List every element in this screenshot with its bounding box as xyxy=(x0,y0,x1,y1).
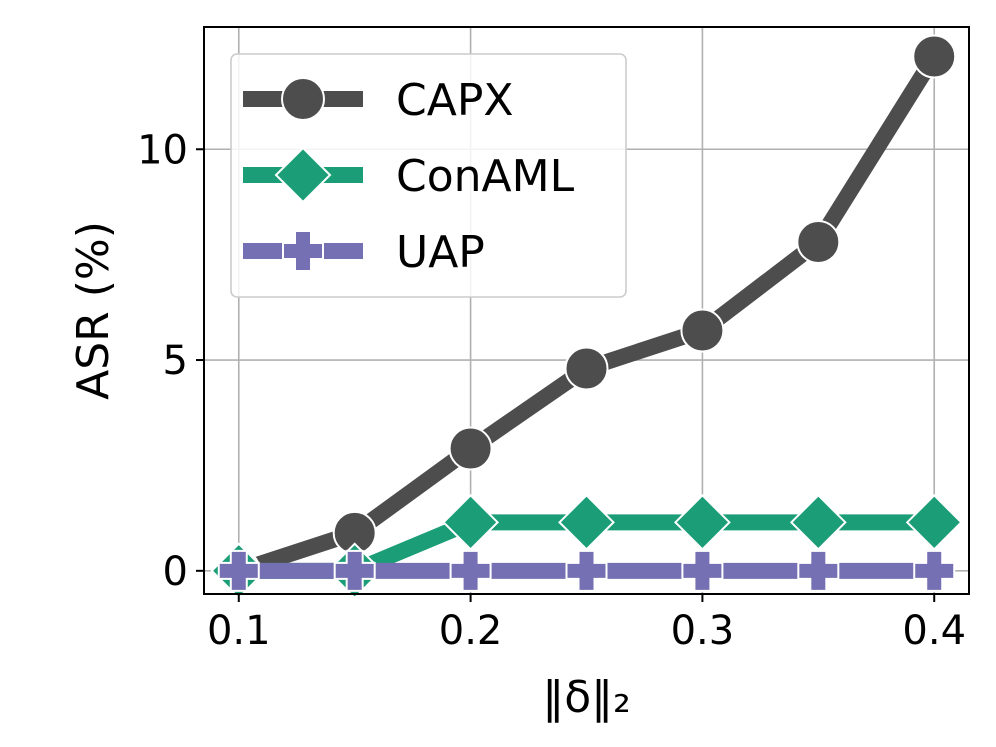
ticks: 0.1 0.2 0.3 0.4 0 5 10 xyxy=(137,127,966,654)
legend-entry-capx: CAPX xyxy=(243,75,514,126)
legend-marker-capx xyxy=(281,77,325,121)
data-point-uap xyxy=(913,549,956,592)
data-point-capx xyxy=(564,346,609,391)
data-point-capx xyxy=(912,34,957,79)
series-capx xyxy=(216,34,957,593)
y-axis-label: ASR (%) xyxy=(68,221,119,400)
data-point-uap xyxy=(797,549,840,592)
y-tick-label: 5 xyxy=(163,338,188,384)
data-point-capx xyxy=(796,219,841,264)
series-uap xyxy=(217,549,956,592)
data-point-conaml xyxy=(905,493,963,551)
legend: CAPX ConAML UAP xyxy=(230,53,627,298)
y-tick-label: 0 xyxy=(163,549,188,595)
data-point-conaml xyxy=(673,493,731,551)
legend-label-capx: CAPX xyxy=(396,75,514,126)
plot-frame xyxy=(203,26,970,595)
data-point-uap xyxy=(217,549,260,592)
series-layer xyxy=(210,34,963,600)
data-point-capx xyxy=(680,308,725,353)
x-tick-label: 0.1 xyxy=(207,608,271,654)
x-tick-label: 0.3 xyxy=(671,608,735,654)
x-tick-label: 0.4 xyxy=(902,608,966,654)
legend-entry-conaml: ConAML xyxy=(243,146,575,204)
y-tick-label: 10 xyxy=(137,127,188,173)
legend-entry-uap: UAP xyxy=(243,227,485,278)
data-point-capx xyxy=(448,426,493,471)
x-tick-label: 0.2 xyxy=(439,608,503,654)
legend-label-conaml: ConAML xyxy=(396,151,575,202)
data-point-uap xyxy=(681,549,724,592)
data-point-uap xyxy=(565,549,608,592)
legend-marker-uap xyxy=(282,230,324,272)
data-point-uap xyxy=(333,549,376,592)
legend-marker-conaml xyxy=(274,146,332,204)
x-axis-label: ‖δ‖₂ xyxy=(542,672,631,723)
data-point-conaml xyxy=(789,493,847,551)
legend-label-uap: UAP xyxy=(396,227,485,278)
data-point-conaml xyxy=(442,493,500,551)
legend-box xyxy=(230,53,627,298)
data-point-conaml xyxy=(558,493,615,551)
data-point-uap xyxy=(449,549,492,592)
